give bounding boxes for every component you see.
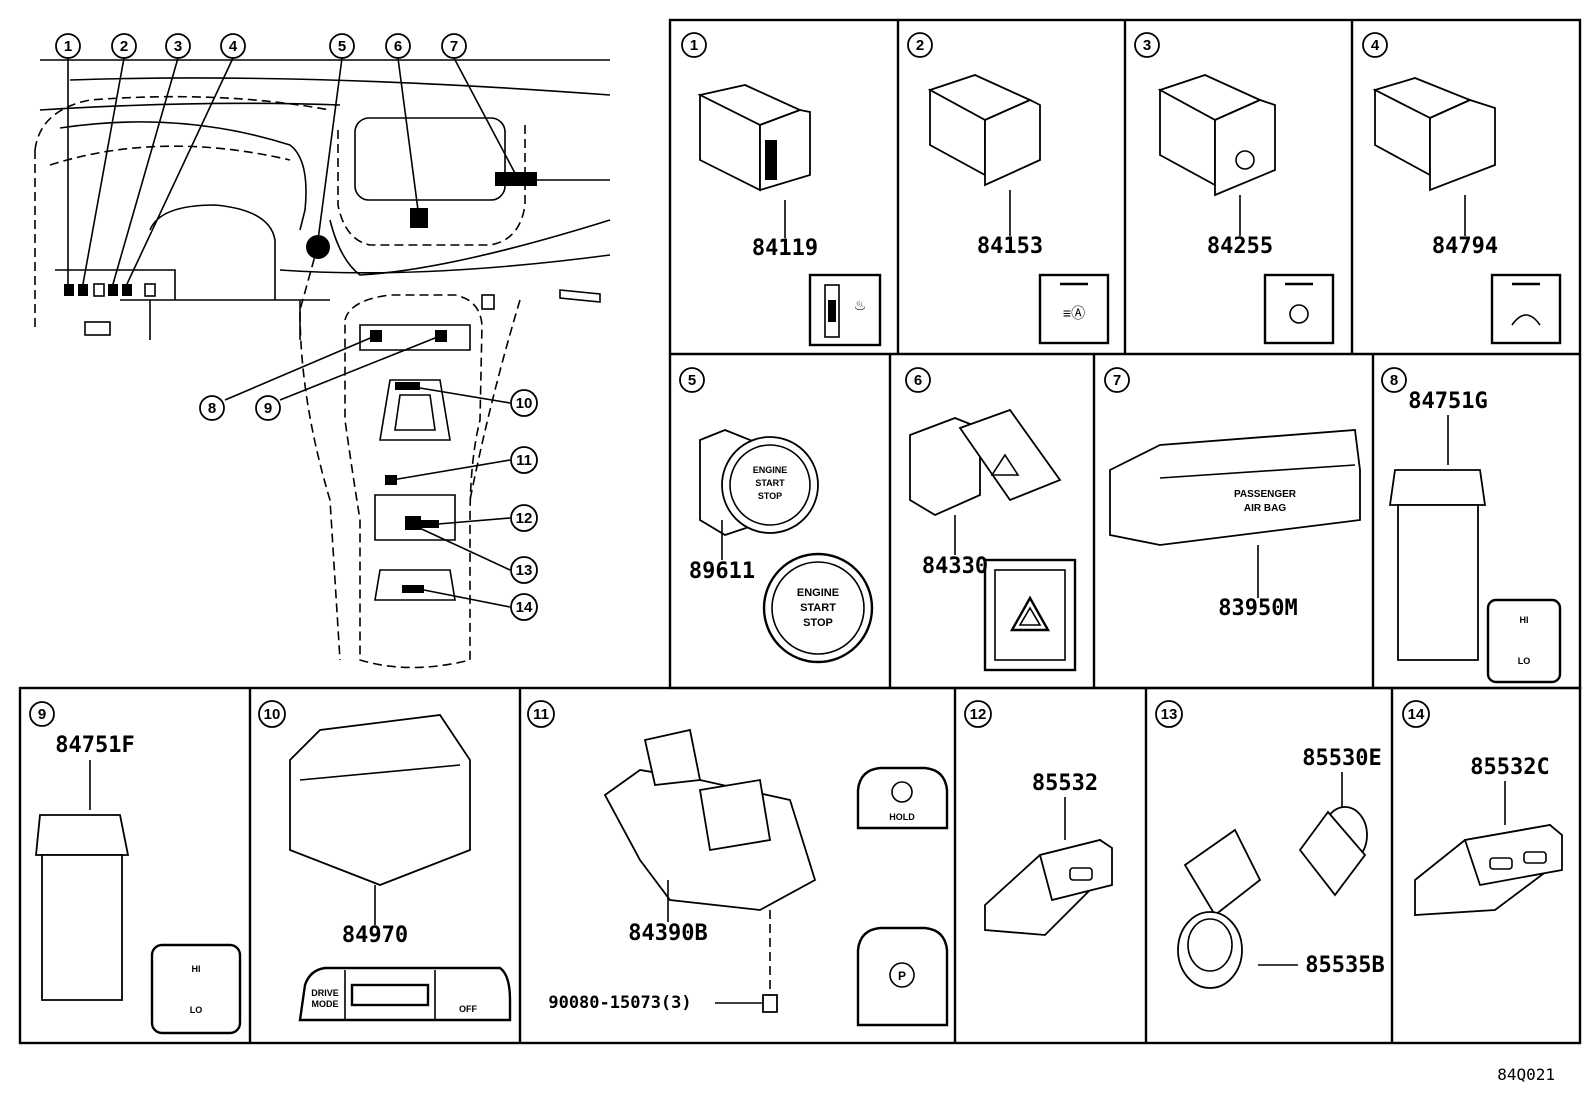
panel-10-callout: 10 [264,706,281,723]
part-84255: 84255 [1207,234,1273,259]
panel-1-callout: 1 [690,37,698,54]
p5-face-line-3: STOP [758,491,782,501]
panel-6-callout: 6 [914,372,922,389]
panel-12: 12 85532 [964,700,1113,936]
p10-drive-line-2: MODE [312,999,339,1009]
callout-12: 12 [510,504,538,532]
callout-5: 5 [329,33,355,59]
callout-13: 13 [510,556,538,584]
part-85532: 85532 [1032,771,1098,796]
svg-text:1: 1 [64,38,72,55]
panel-9: 9 84751F HI LO [29,701,242,1035]
panel-5-callout: 5 [688,372,696,389]
part-84794: 84794 [1432,234,1498,259]
panel-12-callout: 12 [970,706,987,723]
callout-3: 3 [165,33,191,59]
svg-text:6: 6 [394,38,402,55]
svg-text:12: 12 [516,510,533,527]
panel-1: 1 84119 ♨ [681,32,882,347]
callout-9: 9 [255,395,281,421]
svg-text:≡Ⓐ: ≡Ⓐ [1063,305,1085,321]
p7-face-line-1: PASSENGER [1234,489,1297,500]
svg-text:13: 13 [516,562,533,579]
callout-7: 7 [441,33,467,59]
p11-p: P [898,969,906,983]
panel-7: 7 PASSENGER AIR BAG 83950M [1104,367,1361,621]
panel-14: 14 85532C [1402,700,1563,916]
svg-text:4: 4 [229,38,238,55]
panel-3: 3 84255 [1134,32,1335,345]
panel-9-callout: 9 [38,706,46,723]
svg-text:8: 8 [208,400,216,417]
part-84751F: 84751F [55,733,134,758]
p10-off: OFF [459,1004,477,1014]
panel-3-callout: 3 [1143,37,1151,54]
svg-text:11: 11 [516,452,532,469]
part-84390B: 84390B [628,921,707,946]
part-84751G: 84751G [1408,389,1487,414]
overview-callouts: 1 2 3 4 5 6 7 8 9 10 11 12 13 14 [55,33,538,621]
part-90080-15073: 90080-15073(3) [548,993,691,1013]
part-85532C: 85532C [1470,755,1549,780]
p9-lo: LO [190,1005,203,1015]
panel-4: 4 84794 [1362,32,1562,345]
svg-text:5: 5 [338,38,346,55]
panel-11: 11 84390B 90080-15073(3) HOLD P [527,700,949,1027]
svg-text:9: 9 [264,400,272,417]
part-84119: 84119 [752,236,818,261]
svg-text:3: 3 [174,38,182,55]
part-84330: 84330 [922,554,988,579]
callout-10: 10 [510,389,538,417]
svg-text:7: 7 [450,38,458,55]
panel-5: 5 ENGINE START STOP 89611 ENGINE START S… [679,367,874,664]
part-83950M: 83950M [1218,596,1297,621]
panel-4-callout: 4 [1371,37,1380,54]
panel-8: 8 84751G HI LO [1381,367,1562,684]
callout-14: 14 [510,593,538,621]
part-84970: 84970 [342,923,408,948]
p7-face-line-2: AIR BAG [1244,503,1286,514]
callout-4: 4 [220,33,246,59]
panel-14-callout: 14 [1408,706,1425,723]
callout-8: 8 [199,395,225,421]
svg-text:2: 2 [120,38,128,55]
p9-hi: HI [192,964,201,974]
part-85530E: 85530E [1302,746,1381,771]
panel-13-callout: 13 [1161,706,1178,723]
p8-hi: HI [1520,615,1529,625]
svg-text:♨: ♨ [854,297,867,313]
panel-10: 10 84970 DRIVE MODE OFF [258,700,512,1022]
panel-2: 2 84153 ≡Ⓐ [907,32,1110,345]
p5-small-face-line-3: STOP [803,617,833,629]
part-89611: 89611 [689,559,755,584]
panel-grid [18,18,1582,1045]
callout-2: 2 [111,33,137,59]
part-84153: 84153 [977,234,1043,259]
panel-6: 6 84330 [905,367,1077,672]
part-85535B: 85535B [1305,953,1384,978]
svg-text:14: 14 [516,599,533,616]
p8-lo: LO [1518,656,1531,666]
callout-1: 1 [55,33,81,59]
callout-6: 6 [385,33,411,59]
panel-8-callout: 8 [1390,372,1398,389]
p5-face-line-2: START [755,478,785,488]
callout-11: 11 [510,446,538,474]
overview-leaders [67,57,517,608]
panel-11-callout: 11 [533,706,549,723]
p11-hold: HOLD [889,812,915,822]
p5-small-face-line-2: START [800,602,836,614]
p10-drive-line-1: DRIVE [311,988,339,998]
reference-code: 84Q021 [1497,1065,1555,1084]
p5-small-face-line-1: ENGINE [797,587,839,599]
dashboard-overview [34,59,611,669]
panel-2-callout: 2 [916,37,924,54]
p5-face-line-1: ENGINE [753,465,788,475]
panel-7-callout: 7 [1113,372,1121,389]
panel-13: 13 85530E 85535B [1155,700,1385,989]
svg-text:10: 10 [516,395,533,412]
